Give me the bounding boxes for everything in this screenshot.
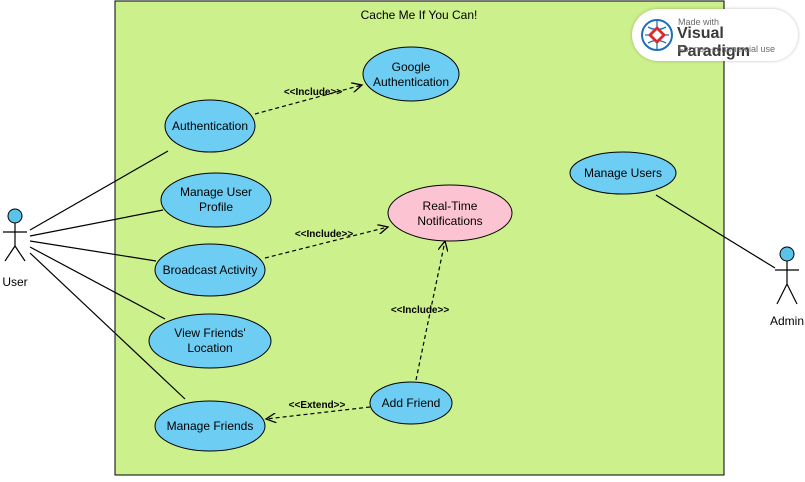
google-auth-label-line2: Authentication (373, 75, 449, 89)
notifications-label-line2: Notifications (417, 214, 482, 228)
assoc-user-manage-friends (29, 252, 186, 400)
admin-actor-label: Admin (770, 314, 804, 328)
use-case-manage-users[interactable] (569, 151, 677, 195)
admin-actor-head (779, 246, 795, 262)
manage-profile-label-line2: Profile (199, 200, 233, 214)
label-include-broadcast: <<Include>> (295, 229, 354, 240)
visual-paradigm-badge: Made with Visual Paradigm For non-commer… (632, 9, 798, 61)
include-broadcast-notifications (264, 227, 388, 259)
use-case-manage-user-profile[interactable] (160, 172, 272, 228)
extend-addfriend-managefriends (266, 406, 371, 419)
use-case-view-friends-location[interactable] (148, 313, 272, 369)
google-auth-label-line1: Google (392, 60, 431, 74)
manage-users-label: Manage Users (584, 166, 662, 180)
use-case-manage-friends[interactable] (154, 400, 266, 452)
assoc-admin-manage-users (655, 194, 776, 269)
view-location-label-line2: Location (187, 341, 232, 355)
watermark-line2: Visual Paradigm (677, 25, 750, 60)
label-include-auth: <<Include>> (284, 87, 343, 98)
assoc-user-authentication (29, 150, 169, 231)
label-include-addfriend: <<Include>> (391, 305, 450, 316)
include-addfriend-notifications (415, 241, 445, 381)
visual-paradigm-logo-icon (641, 19, 673, 51)
manage-profile-label-line1: Manage User (180, 185, 252, 199)
watermark-line3: For non-commercial use (678, 44, 776, 54)
assoc-user-view-location (29, 246, 166, 320)
broadcast-label: Broadcast Activity (163, 263, 258, 277)
system-title: Cache Me If You Can! (361, 8, 478, 22)
actor-user[interactable]: User (2, 208, 28, 289)
authentication-label: Authentication (172, 119, 248, 133)
assoc-user-broadcast (29, 240, 157, 262)
use-case-authentication[interactable] (164, 99, 256, 153)
user-actor-head (7, 208, 23, 224)
use-case-real-time-notifications[interactable] (387, 184, 513, 242)
notifications-label-line1: Real-Time (423, 199, 478, 213)
actor-admin[interactable]: Admin (770, 246, 804, 328)
assoc-user-manage-profile (29, 209, 164, 237)
watermark-line1: Made with (678, 17, 720, 27)
manage-friends-label: Manage Friends (167, 419, 254, 433)
add-friend-label: Add Friend (382, 396, 441, 410)
use-case-broadcast-activity[interactable] (154, 243, 266, 297)
use-case-add-friend[interactable] (369, 381, 453, 425)
include-auth-google (254, 85, 362, 115)
label-extend: <<Extend>> (289, 400, 346, 411)
user-actor-label: User (2, 275, 27, 289)
use-case-google-authentication[interactable] (362, 46, 460, 102)
view-location-label-line1: View Friends' (174, 326, 245, 340)
